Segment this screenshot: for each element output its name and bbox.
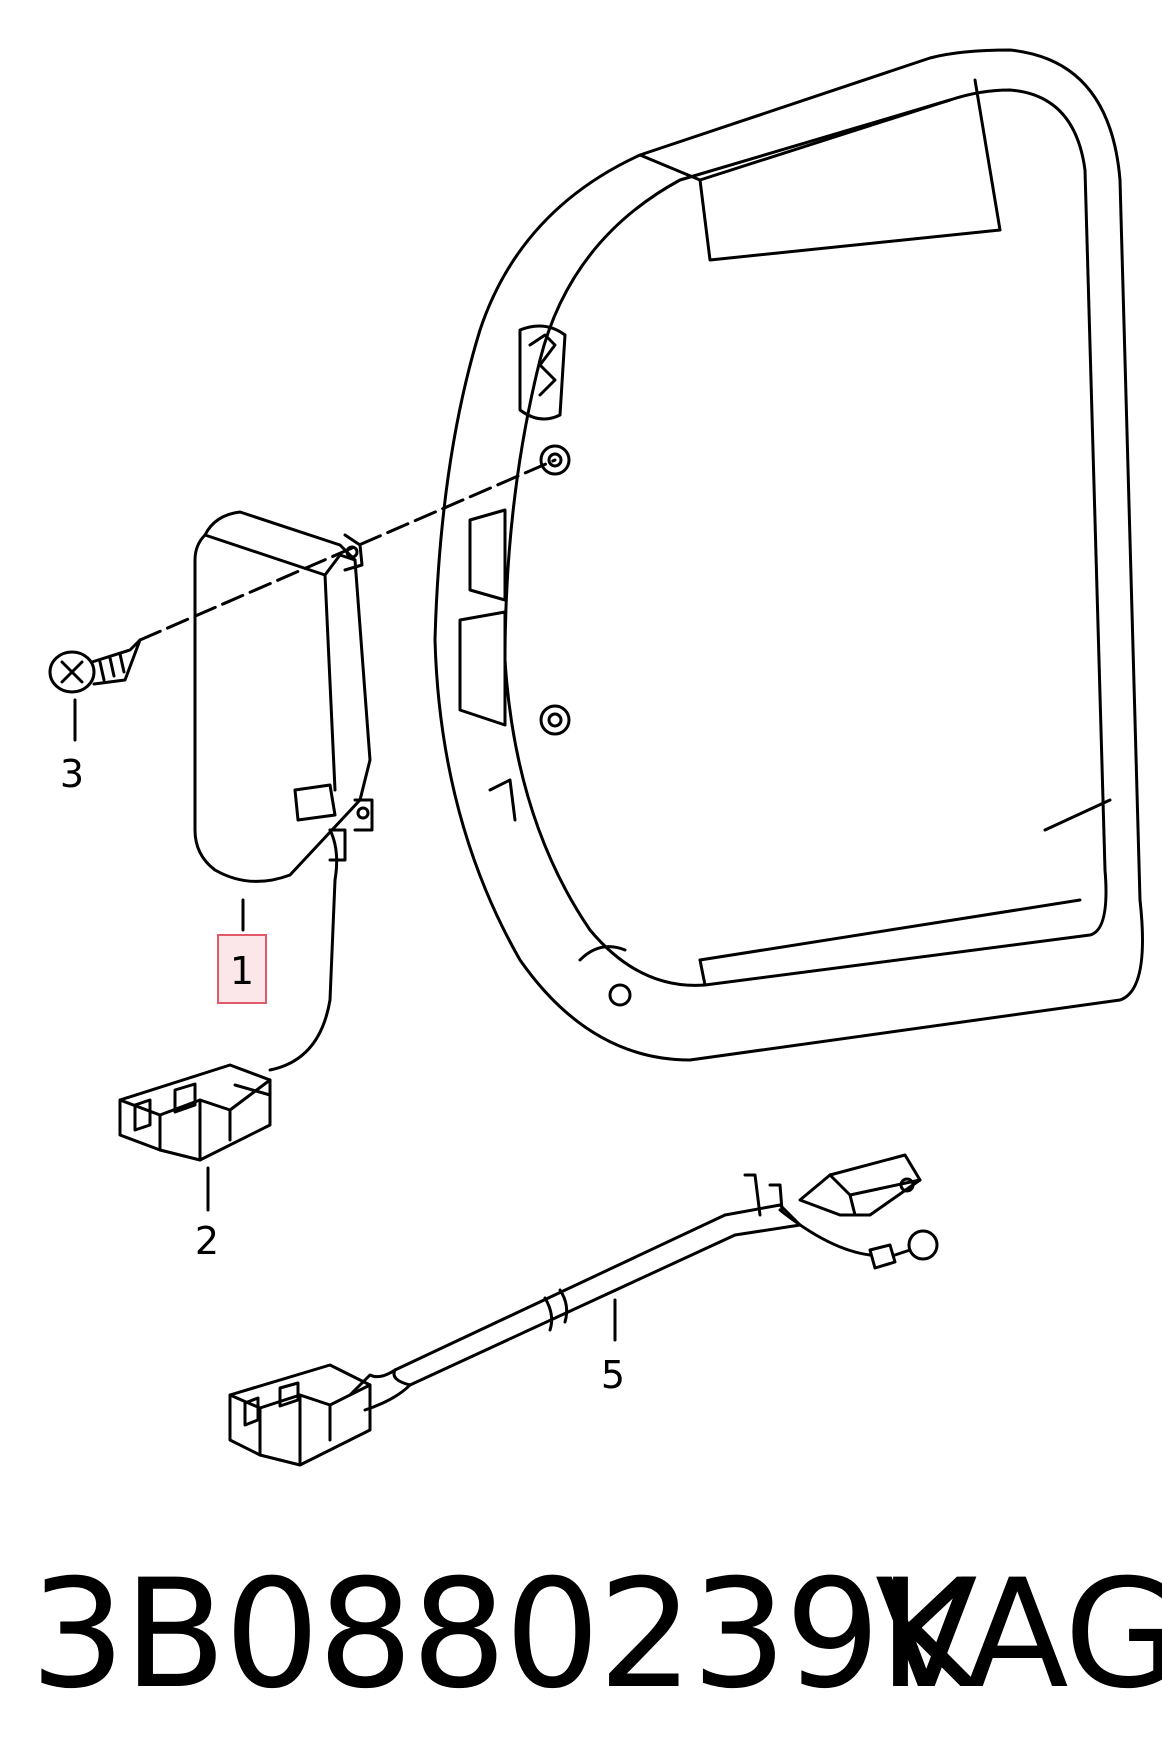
screw-part-3: [48, 638, 142, 694]
caption: 3B0880239K VAG: [30, 1545, 1162, 1725]
callout-1: 1: [230, 949, 254, 993]
part-number: 3B0880239K: [30, 1548, 977, 1722]
control-unit-part-1: [193, 510, 374, 1072]
callout-3: 3: [60, 752, 84, 796]
callout-5: 5: [601, 1353, 625, 1397]
callout-1-highlight: [217, 934, 267, 1004]
wiring-harness-part-5: [228, 1153, 939, 1467]
connector-part-2: [118, 1063, 272, 1162]
callout-2: 2: [195, 1219, 219, 1263]
brand-label: VAG: [875, 1548, 1162, 1722]
seat-backrest-frame: [433, 48, 1144, 1062]
